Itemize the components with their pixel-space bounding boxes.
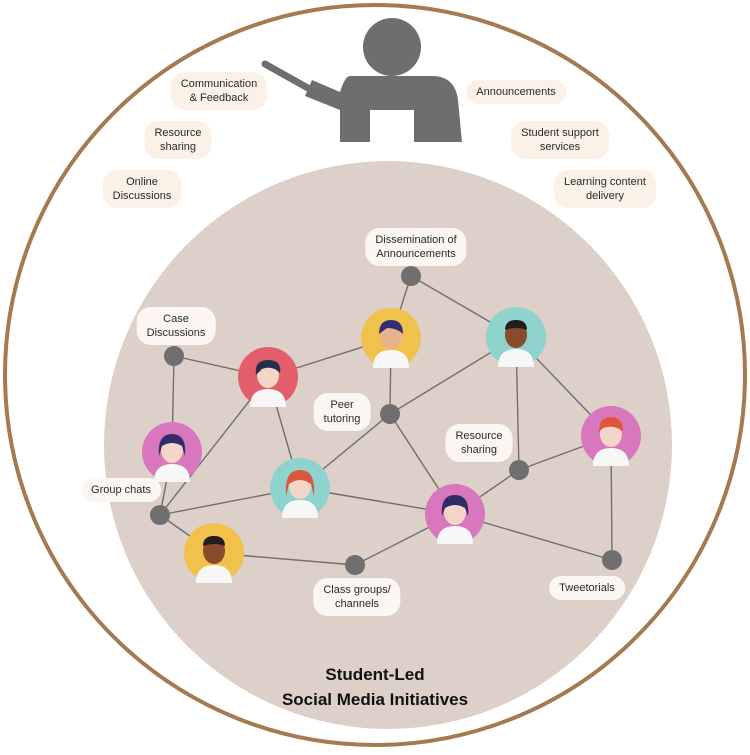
inner-circle <box>104 161 672 729</box>
label-peer-tutoring: Peer tutoring <box>313 393 371 431</box>
avatar-a7 <box>581 406 641 466</box>
avatar-a4 <box>142 422 202 482</box>
avatar-a5 <box>270 458 330 518</box>
title-line-1: Student-Led <box>325 665 425 684</box>
teacher-figure <box>261 18 462 142</box>
node-case-discussions <box>164 346 184 366</box>
label-announcements: Announcements <box>466 80 566 104</box>
avatar-a3 <box>486 307 546 367</box>
title-line-2: Social Media Initiatives <box>281 690 469 709</box>
node-tweetorials <box>602 550 622 570</box>
node-dissemination <box>401 266 421 286</box>
node-class-groups <box>345 555 365 575</box>
label-group-chats: Group chats <box>81 478 161 502</box>
label-student-support: Student support services <box>511 121 609 159</box>
label-tweetorials: Tweetorials <box>549 576 625 600</box>
junction-nodes <box>150 266 622 575</box>
avatar-a1 <box>238 347 298 407</box>
avatar-a6 <box>425 484 485 544</box>
teacher-head <box>363 18 421 76</box>
node-group-chats <box>150 505 170 525</box>
label-resource-sharing-student: Resource sharing <box>445 424 513 462</box>
label-learning-content: Learning content delivery <box>554 170 656 208</box>
label-resource-sharing-teacher: Resource sharing <box>144 121 212 159</box>
label-case-discussions: Case Discussions <box>136 307 216 345</box>
avatar-a2 <box>361 308 421 368</box>
label-online-discussions: Online Discussions <box>102 170 182 208</box>
node-resource-sharing <box>509 460 529 480</box>
node-peer-tutoring <box>380 404 400 424</box>
avatar-a8 <box>184 523 244 583</box>
label-dissemination: Dissemination of Announcements <box>365 228 467 266</box>
label-class-groups: Class groups/ channels <box>313 578 401 616</box>
label-communication: Communication & Feedback <box>170 72 268 110</box>
teacher-body <box>305 76 462 142</box>
